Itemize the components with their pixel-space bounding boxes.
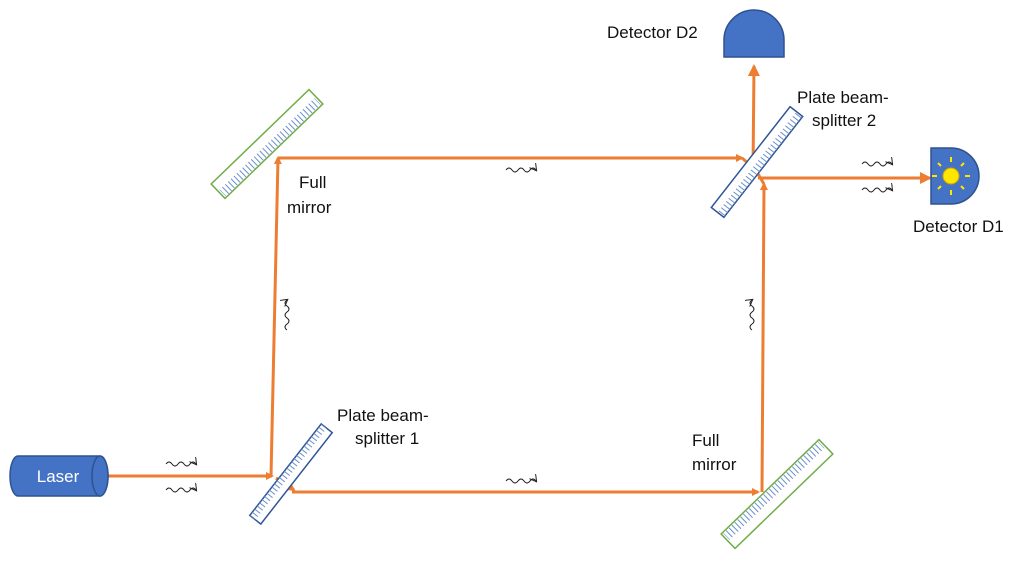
wave-right-vertical [750,300,755,331]
detector-d1-glow-icon [932,157,970,195]
splitter2-label-line2: splitter 2 [812,111,876,130]
full-mirror-bottom-right [720,438,834,550]
mirror-top-left-label-line2: mirror [287,198,332,217]
detector-d2-label: Detector D2 [607,23,698,42]
detector-d2-body [723,9,785,58]
splitter2-label-line1: Plate beam- [797,88,889,107]
mirror-bottom-right-label-line1: Full [692,431,719,450]
beam-splitter-2 [710,105,804,219]
wave-laser-upper [165,462,196,467]
beam-paths [108,64,932,496]
beam-bottom-mirror-to-splitter2 [759,182,768,493]
wave-left-vertical [285,300,290,331]
laser-label: Laser [37,467,80,486]
mirror-bottom-right-label-line2: mirror [692,455,737,474]
beam-splitter-1 [248,422,334,526]
laser-aperture [91,455,109,497]
wave-d1-upper [861,162,892,167]
detector-d1: Detector D1 [913,147,1004,236]
splitter1-label-line2: splitter 1 [355,429,419,448]
wave-bottom-path [505,479,536,484]
laser-source: Laser [9,455,109,497]
mirror-top-left-label-line1: Full [299,173,326,192]
wave-laser-lower [165,488,196,493]
detector-d2: Detector D2 [607,9,785,58]
wave-d1-lower [861,188,892,193]
detector-d1-label: Detector D1 [913,217,1004,236]
wave-symbols [165,162,892,493]
wave-top-path [505,168,536,173]
full-mirror-top-left [210,88,324,200]
splitter1-label-line1: Plate beam- [337,406,429,425]
beam-splitter1-to-top-mirror [269,156,282,477]
